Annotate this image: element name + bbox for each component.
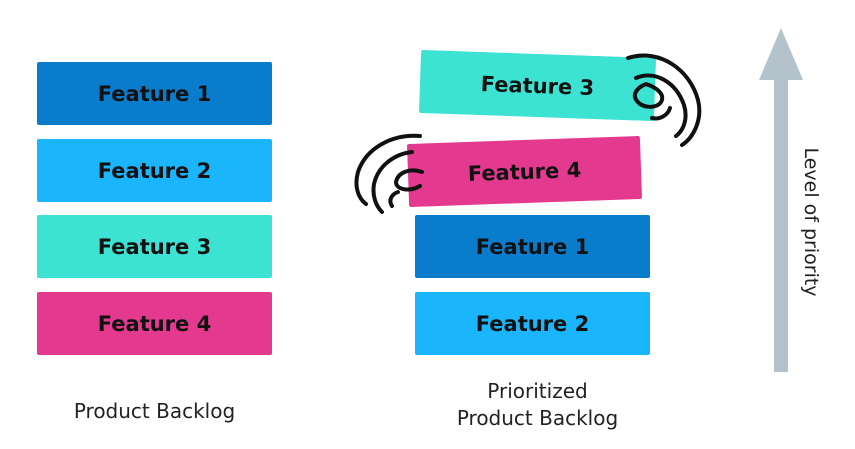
backlog-card-label: Feature 2 xyxy=(97,158,212,183)
priority-axis-label: Level of priority xyxy=(800,147,822,297)
backlog-card-feature-3: Feature 3 xyxy=(37,215,272,278)
backlog-card-feature-1: Feature 1 xyxy=(37,62,272,125)
prioritized-card-label: Feature 1 xyxy=(475,234,590,259)
up-arrow-icon xyxy=(759,28,803,372)
hand-icon xyxy=(354,133,424,214)
backlog-card-feature-4: Feature 4 xyxy=(37,292,272,355)
backlog-card-label: Feature 1 xyxy=(97,81,212,106)
hand-icon xyxy=(626,53,702,147)
backlog-caption: Product Backlog xyxy=(73,399,236,423)
prioritized-card-label: Feature 2 xyxy=(475,311,590,336)
backlog-card-label: Feature 3 xyxy=(97,234,212,259)
prioritized-card-feature-1: Feature 1 xyxy=(415,215,650,278)
prioritized-card-feature-2: Feature 2 xyxy=(415,292,650,355)
backlog-card-feature-2: Feature 2 xyxy=(37,139,272,202)
backlog-card-label: Feature 4 xyxy=(97,311,212,336)
prioritized-caption: Prioritized Product Backlog xyxy=(456,379,619,430)
